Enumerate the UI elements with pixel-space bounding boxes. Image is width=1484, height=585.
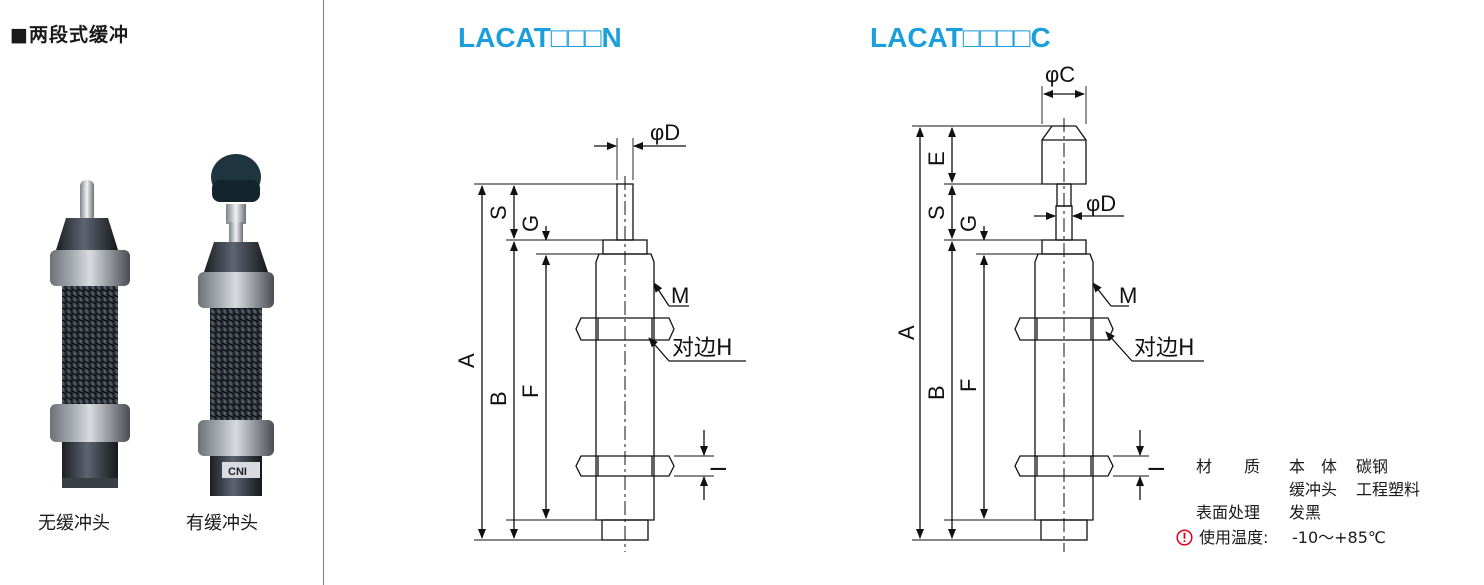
label-h-c: 对边H [1134, 336, 1195, 361]
technical-drawings: φD A B F S G M 对边H I φC φD A B F E S G M… [454, 62, 1204, 552]
labels-model-n: φD A B F S G M 对边H I [454, 120, 733, 472]
label-h-n: 对边H [672, 336, 733, 361]
label-g-n: G [518, 215, 543, 232]
section-title: ■两段式缓冲 [10, 24, 129, 46]
label-phi-d-n: φD [650, 120, 680, 145]
spec-body-label: 本 体 [1289, 457, 1338, 476]
model-title-n: LACAT□□□N [458, 22, 622, 53]
label-s-c: S [924, 205, 949, 220]
photo-with-cap: CNI [198, 154, 274, 496]
spec-material-label: 材 质 [1196, 457, 1261, 476]
label-b-c: B [924, 385, 949, 400]
label-m-c: M [1119, 283, 1137, 308]
label-a-c: A [894, 325, 919, 340]
spec-cap-label: 缓冲头 [1289, 480, 1338, 499]
label-s-n: S [486, 205, 511, 220]
spec-temp-label: 使用温度: [1199, 528, 1269, 547]
labels-model-c: φC φD A B F E S G M 对边H I [894, 62, 1195, 472]
label-e-c: E [924, 151, 949, 166]
label-phi-d-c: φD [1086, 191, 1116, 216]
spec-surface-value: 发黑 [1289, 503, 1322, 522]
spec-body-value: 碳钢 [1356, 457, 1389, 476]
label-g-c: G [956, 215, 981, 232]
label-phi-c: φC [1045, 62, 1075, 87]
vertical-divider [323, 0, 324, 585]
drawing-model-c [912, 86, 1204, 552]
caption-with-cap: 有缓冲头 [186, 513, 258, 534]
model-title-c: LACAT□□□□C [870, 22, 1051, 53]
label-b-n: B [486, 391, 511, 406]
label-i-n: I [706, 466, 731, 472]
label-m-n: M [671, 283, 689, 308]
label-f-c: F [956, 379, 981, 392]
label-a-n: A [454, 353, 479, 368]
warning-circle-icon [1176, 529, 1193, 546]
drawing-model-n [474, 138, 746, 552]
caption-no-cap: 无缓冲头 [38, 513, 110, 534]
spec-temp-value: -10～+85℃ [1292, 528, 1386, 547]
label-i-c: I [1144, 466, 1169, 472]
photo-no-cap [50, 180, 130, 488]
label-f-n: F [518, 385, 543, 398]
product-brand-label: CNI [228, 466, 247, 478]
spec-surface-label: 表面处理 [1196, 503, 1261, 522]
spec-cap-value: 工程塑料 [1356, 480, 1421, 499]
product-photos: CNI [50, 154, 274, 496]
